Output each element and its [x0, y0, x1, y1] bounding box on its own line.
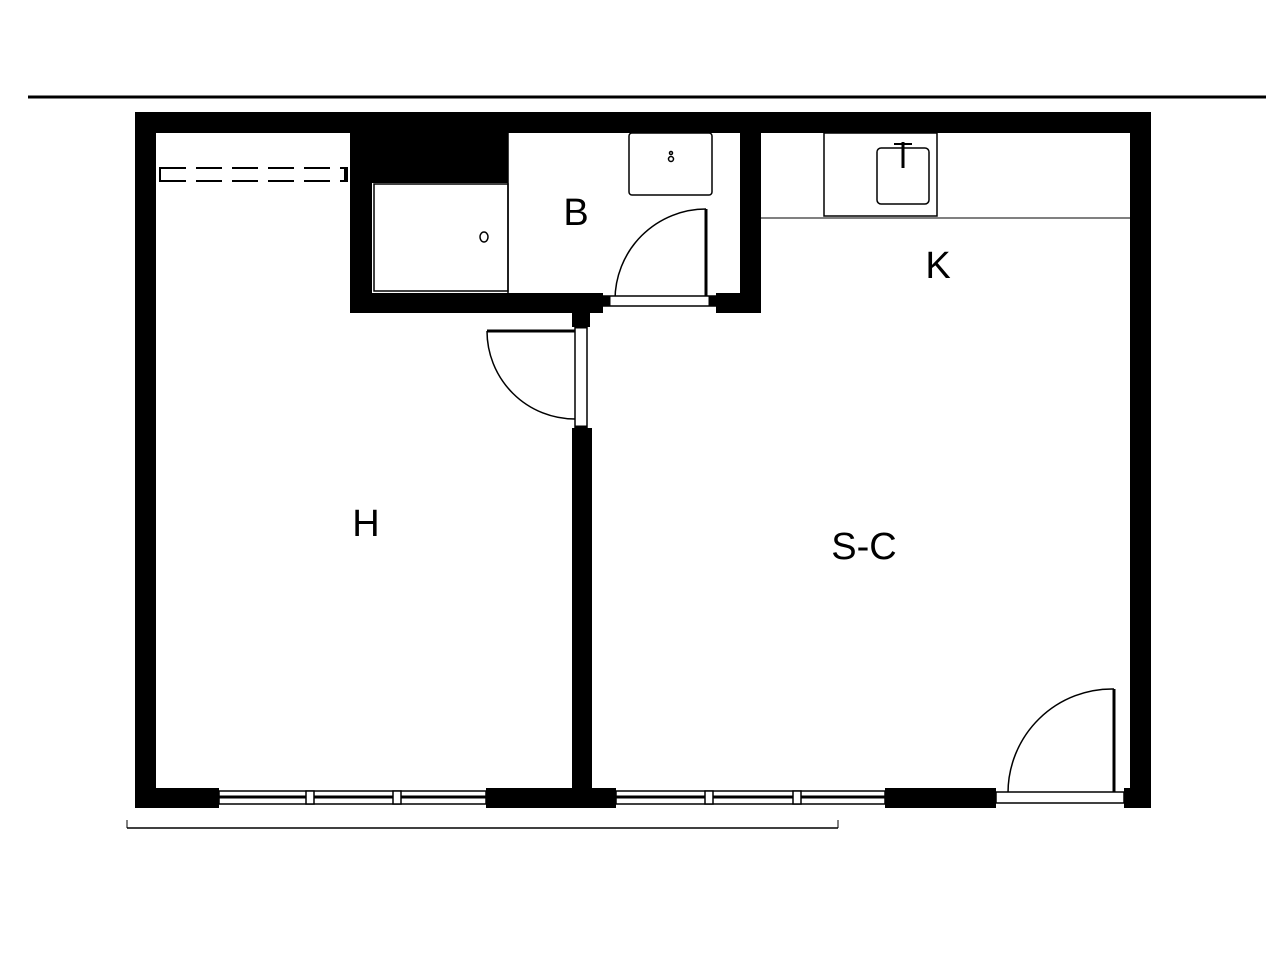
window-bedroom-mullion-2	[392, 790, 402, 805]
shower-drain-icon	[479, 231, 489, 243]
outer-wall-bottom-seg-1	[135, 788, 219, 808]
washbasin-bath	[628, 132, 713, 196]
outer-wall-bottom-seg-4	[1124, 788, 1151, 808]
wardrobe	[159, 167, 348, 182]
outer-walls	[135, 112, 1151, 808]
outer-wall-left	[135, 112, 156, 808]
balcony-outline	[126, 820, 839, 829]
bedroom-door-jamb-bottom	[574, 425, 588, 437]
window-living-mullion-1	[704, 790, 714, 805]
bath-door-jamb-right	[708, 295, 717, 307]
doors	[486, 208, 1125, 804]
outer-wall-bottom-seg-3	[885, 788, 996, 808]
room-label-bathroom: B	[563, 192, 588, 234]
room-label-kitchen: K	[925, 245, 950, 287]
bath-door-swing	[614, 208, 707, 301]
window-bedroom-mullion-1	[305, 790, 315, 805]
basin-tap-icon	[668, 150, 674, 156]
bath-wall-left	[350, 133, 372, 313]
outer-wall-bottom-seg-2	[486, 788, 616, 808]
room-label-bedroom: H	[352, 503, 379, 545]
entrance-door-frame	[995, 791, 1125, 804]
bedroom-door-jamb-top	[574, 317, 588, 329]
kitchen-fixtures	[761, 132, 1130, 219]
partition-lower	[572, 428, 592, 808]
entrance-door-swing	[1007, 688, 1115, 794]
kitchen-sink-cabinet	[823, 132, 938, 217]
bath-door-frame	[602, 295, 717, 307]
shaft-block	[350, 133, 508, 183]
bedroom-door-frame	[574, 326, 588, 429]
bathroom-walls	[350, 133, 761, 313]
bath-wall-bottom-left	[350, 293, 603, 313]
bedroom-door-swing	[486, 330, 576, 420]
window-living-mullion-2	[792, 790, 802, 805]
basin-drain-icon	[667, 155, 675, 163]
room-label-living: S-C	[831, 526, 896, 568]
bath-door-jamb-left	[602, 295, 611, 307]
outer-wall-top	[135, 112, 1151, 133]
outer-wall-right	[1130, 112, 1151, 808]
windows	[218, 790, 886, 805]
bath-wall-right	[740, 133, 761, 313]
bathroom-fixtures	[373, 132, 713, 293]
